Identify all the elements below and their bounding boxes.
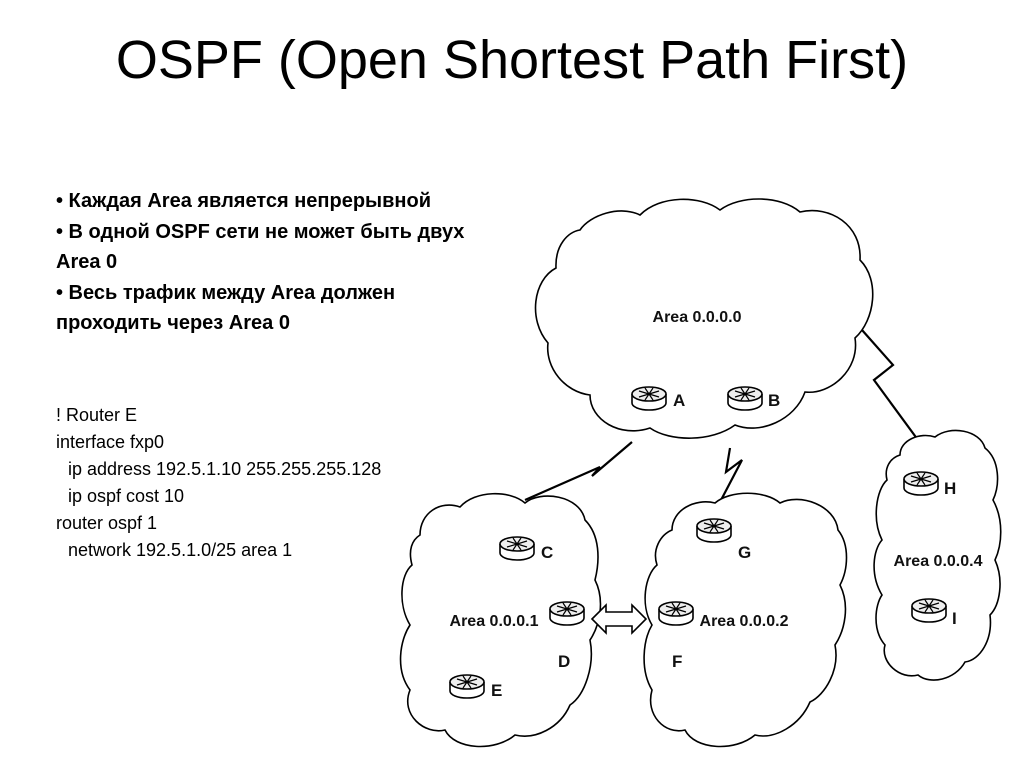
router-a-icon <box>631 386 667 411</box>
router-b-icon <box>727 386 763 411</box>
router-i-icon <box>911 598 947 623</box>
area-0-label: Area 0.0.0.0 <box>653 309 742 326</box>
router-b-label: B <box>768 391 780 410</box>
wan-link-b-g <box>719 447 743 503</box>
wan-link-a-c <box>524 441 633 502</box>
config-line-ospf-cost: ip ospf cost 10 <box>68 486 185 506</box>
config-line-router-ospf: router ospf 1 <box>56 513 158 533</box>
config-line-ip-address: ip address 192.5.1.10 255.255.255.128 <box>68 459 382 479</box>
router-i-label: I <box>952 609 957 628</box>
area-2-cloud <box>643 492 848 748</box>
bullet-transit-area0: • Весь трафик между Area должен проходит… <box>56 281 396 335</box>
router-f-icon <box>658 601 694 626</box>
router-a-label: A <box>673 391 685 410</box>
bullet-contiguous: • Каждая Area является непрерывной <box>56 190 432 212</box>
wan-link-area0-h <box>861 329 919 441</box>
config-line-interface: interface fxp0 <box>56 432 165 452</box>
router-h-label: H <box>944 479 956 498</box>
router-h-icon <box>903 471 939 496</box>
area-4-cloud <box>873 429 1002 681</box>
slide-title: OSPF (Open Shortest Path First) <box>115 30 909 90</box>
router-config: ! Router E interface fxp0 ip address 192… <box>56 402 496 564</box>
router-c-icon <box>499 536 535 561</box>
router-d-label: D <box>558 652 570 671</box>
config-line-comment: ! Router E <box>56 405 138 425</box>
router-c-label: C <box>541 543 553 562</box>
router-f-label: F <box>672 652 682 671</box>
router-g-label: G <box>738 543 751 562</box>
router-e-label: E <box>491 681 502 700</box>
router-d-icon <box>549 601 585 626</box>
area-0-cloud <box>534 198 874 439</box>
config-line-network: network 192.5.1.0/25 area 1 <box>68 540 293 560</box>
bullet-list: • Каждая Area является непрерывной • В о… <box>56 186 506 339</box>
bullet-single-area0: • В одной OSPF сети не может быть двух A… <box>56 220 465 274</box>
area-1-label: Area 0.0.0.1 <box>450 613 539 630</box>
router-g-icon <box>696 518 732 543</box>
area-2-label: Area 0.0.0.2 <box>700 613 789 630</box>
area-4-label: Area 0.0.0.4 <box>894 553 983 570</box>
double-arrow-d-f <box>590 603 648 635</box>
router-e-icon <box>449 674 485 699</box>
